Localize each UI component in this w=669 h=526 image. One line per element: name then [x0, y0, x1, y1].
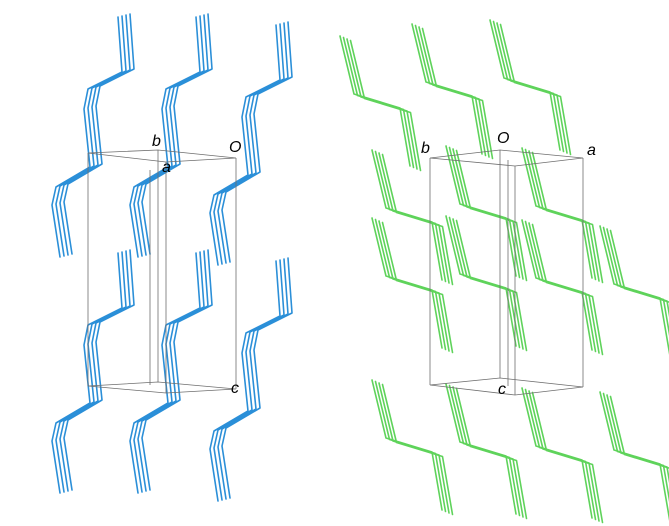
molecule-strand: [51, 16, 123, 258]
molecule-strand: [381, 153, 454, 286]
molecule-strand: [129, 252, 201, 494]
molecule-strand: [63, 249, 135, 491]
left-axis-b-label: b: [152, 133, 161, 150]
molecule-stack: [371, 217, 454, 354]
molecule-stack: [521, 387, 604, 524]
molecule-stack: [599, 391, 669, 521]
right-unit-cell: [429, 149, 584, 396]
right-axis-c-label: c: [498, 381, 506, 398]
molecule-strand: [531, 223, 604, 356]
molecule-stack: [339, 35, 422, 172]
left-packing-panel: b a O c: [51, 13, 293, 502]
molecule-stack: [521, 219, 604, 356]
molecule-strand: [59, 250, 131, 492]
right-origin-label: O: [497, 130, 509, 147]
molecule-stack: [209, 257, 293, 502]
molecule-stack: [129, 13, 213, 258]
molecule-strand: [221, 257, 293, 499]
molecule-strand: [133, 251, 205, 493]
molecule-strand: [213, 259, 285, 501]
molecule-strand: [59, 14, 131, 256]
molecule-strand: [455, 149, 528, 282]
molecule-strand: [129, 16, 201, 258]
molecule-strand: [499, 23, 572, 156]
left-unit-cell: [87, 149, 237, 394]
molecule-stack: [599, 225, 669, 355]
molecule-stack: [445, 383, 528, 520]
molecule-stack: [51, 249, 135, 494]
molecule-strand: [531, 391, 604, 524]
molecule-strand: [63, 13, 135, 255]
right-packing-panel: b O a c: [339, 19, 669, 524]
molecule-stack: [445, 215, 528, 352]
molecule-strand: [51, 252, 123, 494]
right-axis-a-label: a: [587, 142, 596, 159]
molecule-stack: [489, 19, 572, 156]
molecule-strand: [609, 395, 669, 469]
molecule-strand: [455, 387, 528, 520]
molecule-strand: [209, 260, 281, 502]
molecule-stack: [51, 13, 135, 258]
molecule-stack: [411, 23, 494, 160]
right-axis-b-label: b: [421, 140, 430, 157]
molecule-strand: [606, 394, 669, 484]
molecule-strand: [217, 258, 289, 500]
left-molecule-layer: [51, 13, 293, 502]
molecule-strand: [381, 383, 454, 516]
right-molecule-layer: [339, 19, 669, 524]
molecule-strand: [609, 229, 669, 303]
molecule-strand: [217, 22, 289, 264]
molecule-strand: [455, 219, 528, 352]
molecule-strand: [381, 221, 454, 354]
molecule-strand: [137, 14, 209, 256]
molecule-strand: [606, 228, 669, 318]
molecule-stack: [129, 249, 213, 494]
molecule-strand: [55, 251, 127, 493]
molecule-strand: [209, 24, 281, 266]
molecule-strand: [221, 21, 293, 263]
molecule-strand: [55, 15, 127, 257]
molecule-strand: [349, 39, 422, 172]
molecule-strand: [141, 249, 213, 491]
left-axis-c-label: c: [231, 380, 239, 397]
left-axis-a-label: a: [162, 159, 171, 176]
molecule-stack: [371, 149, 454, 286]
molecule-strand: [421, 27, 494, 160]
molecule-stack: [521, 147, 604, 284]
molecule-stack: [371, 379, 454, 516]
molecule-stack: [445, 145, 528, 282]
molecule-strand: [213, 23, 285, 265]
molecule-strand: [141, 13, 213, 255]
molecule-strand: [137, 250, 209, 492]
left-origin-label: O: [229, 139, 241, 156]
molecule-strand: [531, 151, 604, 284]
molecule-stack: [209, 21, 293, 266]
molecule-strand: [133, 15, 205, 257]
